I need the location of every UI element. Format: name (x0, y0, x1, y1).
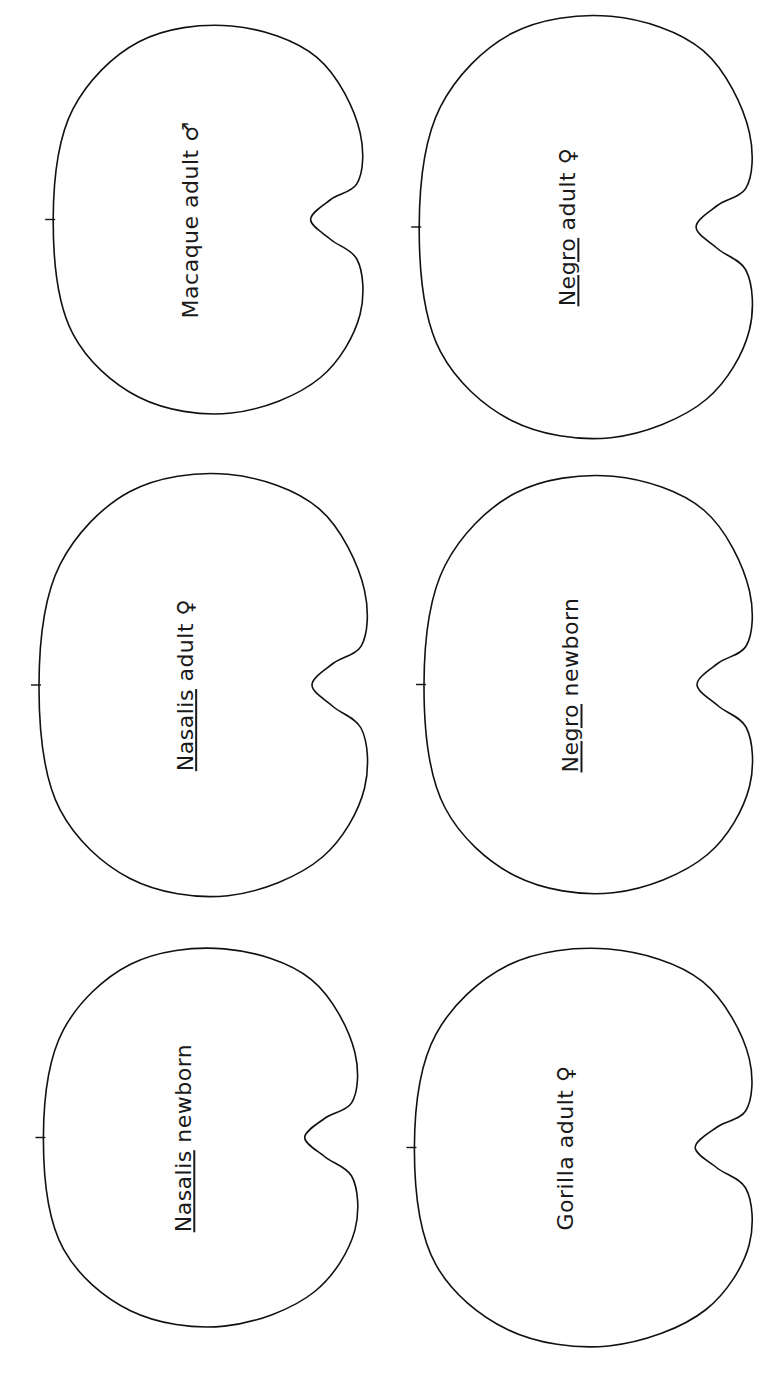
kidney-shape (25, 470, 375, 900)
kidney-outline-path (424, 475, 753, 893)
kidney-outline: Gorilla adult ♀ (400, 945, 760, 1350)
tick-mark (45, 219, 55, 220)
specimen-label: Gorilla adult ♀ (555, 1065, 577, 1230)
specimen-label: Negro adult ♀ (557, 148, 579, 307)
specimen-label: Nasalis newborn (173, 1043, 195, 1232)
tick-mark (411, 226, 421, 227)
kidney-outline: Negro newborn (410, 472, 760, 897)
tick-mark (35, 1137, 45, 1138)
kidney-shape (30, 945, 365, 1330)
kidney-outline-path (43, 948, 357, 1327)
specimen-label: Macaque adult ♂ (181, 121, 203, 318)
kidney-shape (40, 22, 370, 417)
specimen-label: Negro newborn (560, 597, 582, 772)
kidney-outline-path (39, 474, 368, 897)
tick-mark (31, 684, 41, 685)
kidney-shape (410, 472, 760, 897)
kidney-outline-path (414, 948, 752, 1347)
kidney-outline: Nasalis newborn (30, 945, 365, 1330)
kidney-shape (400, 945, 760, 1350)
kidney-outline: Macaque adult ♂ (40, 22, 370, 417)
kidney-shape (405, 12, 760, 442)
specimen-label: Nasalis adult ♀ (175, 599, 197, 771)
tick-mark (416, 684, 426, 685)
kidney-outline-path (53, 25, 363, 414)
tick-mark (406, 1147, 416, 1148)
kidney-outline: Negro adult ♀ (405, 12, 760, 442)
kidney-outline: Nasalis adult ♀ (25, 470, 375, 900)
kidney-outline-path (419, 15, 752, 438)
